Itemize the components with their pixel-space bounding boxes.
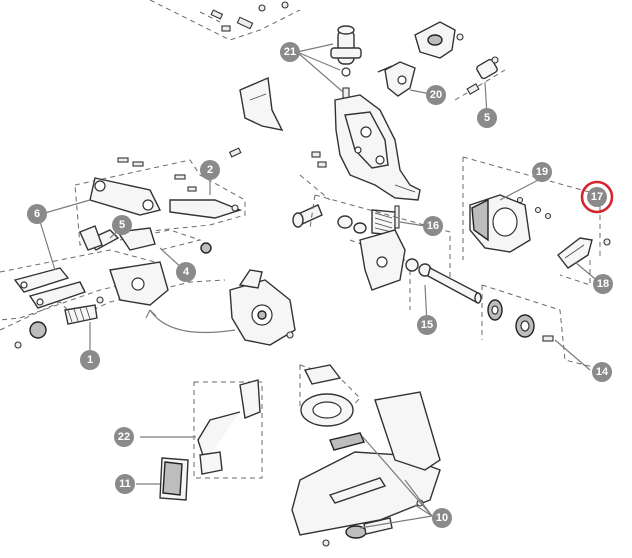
- cap-part: [414, 21, 464, 59]
- part-19-blade-guard: [462, 156, 601, 260]
- callout-15: 15: [417, 315, 437, 335]
- central-lock-assembly: [229, 269, 296, 346]
- svg-text:1: 1: [87, 354, 93, 366]
- svg-text:18: 18: [597, 278, 609, 290]
- top-hardware-group: [149, 0, 301, 41]
- callout-17-highlight-ring: [580, 180, 614, 214]
- svg-text:16: 16: [427, 220, 439, 232]
- callout-18: 18: [593, 274, 613, 294]
- part-21-knob: [330, 25, 362, 99]
- callout-6: 6: [27, 204, 47, 224]
- small-screws-mid: [228, 147, 331, 201]
- callout-16: 16: [423, 216, 443, 236]
- part-20-clamp: [377, 61, 416, 97]
- callout-14: 14: [592, 362, 612, 382]
- svg-text:14: 14: [596, 366, 609, 378]
- callout-17: 17: [587, 187, 607, 207]
- svg-text:5: 5: [119, 219, 125, 231]
- callout-5-right: 5: [477, 108, 497, 128]
- pin-left-16-group: [292, 204, 323, 228]
- left-assembly-group: [0, 157, 246, 349]
- callout-10: 10: [432, 508, 452, 528]
- svg-text:11: 11: [119, 478, 131, 490]
- part-5-pin-assembly-top: [454, 56, 506, 101]
- part-14-bearings: [481, 284, 606, 371]
- svg-text:6: 6: [34, 208, 40, 220]
- wedge-part: [239, 76, 284, 131]
- svg-text:21: 21: [284, 46, 296, 58]
- svg-text:17: 17: [591, 191, 603, 203]
- svg-text:4: 4: [183, 266, 190, 278]
- part-22-11-group: [159, 379, 263, 501]
- callout-11: 11: [115, 474, 135, 494]
- part-18-plate: [557, 237, 611, 269]
- svg-text:10: 10: [436, 512, 448, 524]
- svg-text:5: 5: [484, 112, 490, 124]
- svg-text:15: 15: [421, 319, 433, 331]
- svg-text:19: 19: [536, 166, 548, 178]
- svg-text:2: 2: [207, 164, 213, 176]
- base-plate: [291, 364, 441, 547]
- callout-2: 2: [200, 160, 220, 180]
- callout-1: 1: [80, 350, 100, 370]
- part-15-group: [309, 194, 482, 310]
- callout-20: 20: [426, 85, 446, 105]
- callout-4: 4: [176, 262, 196, 282]
- main-housing: [334, 94, 421, 201]
- svg-text:22: 22: [118, 431, 130, 443]
- svg-text:20: 20: [430, 89, 442, 101]
- callout-5-left: 5: [112, 215, 132, 235]
- callout-22: 22: [114, 427, 134, 447]
- callout-21: 21: [280, 42, 300, 62]
- callout-19: 19: [532, 162, 552, 182]
